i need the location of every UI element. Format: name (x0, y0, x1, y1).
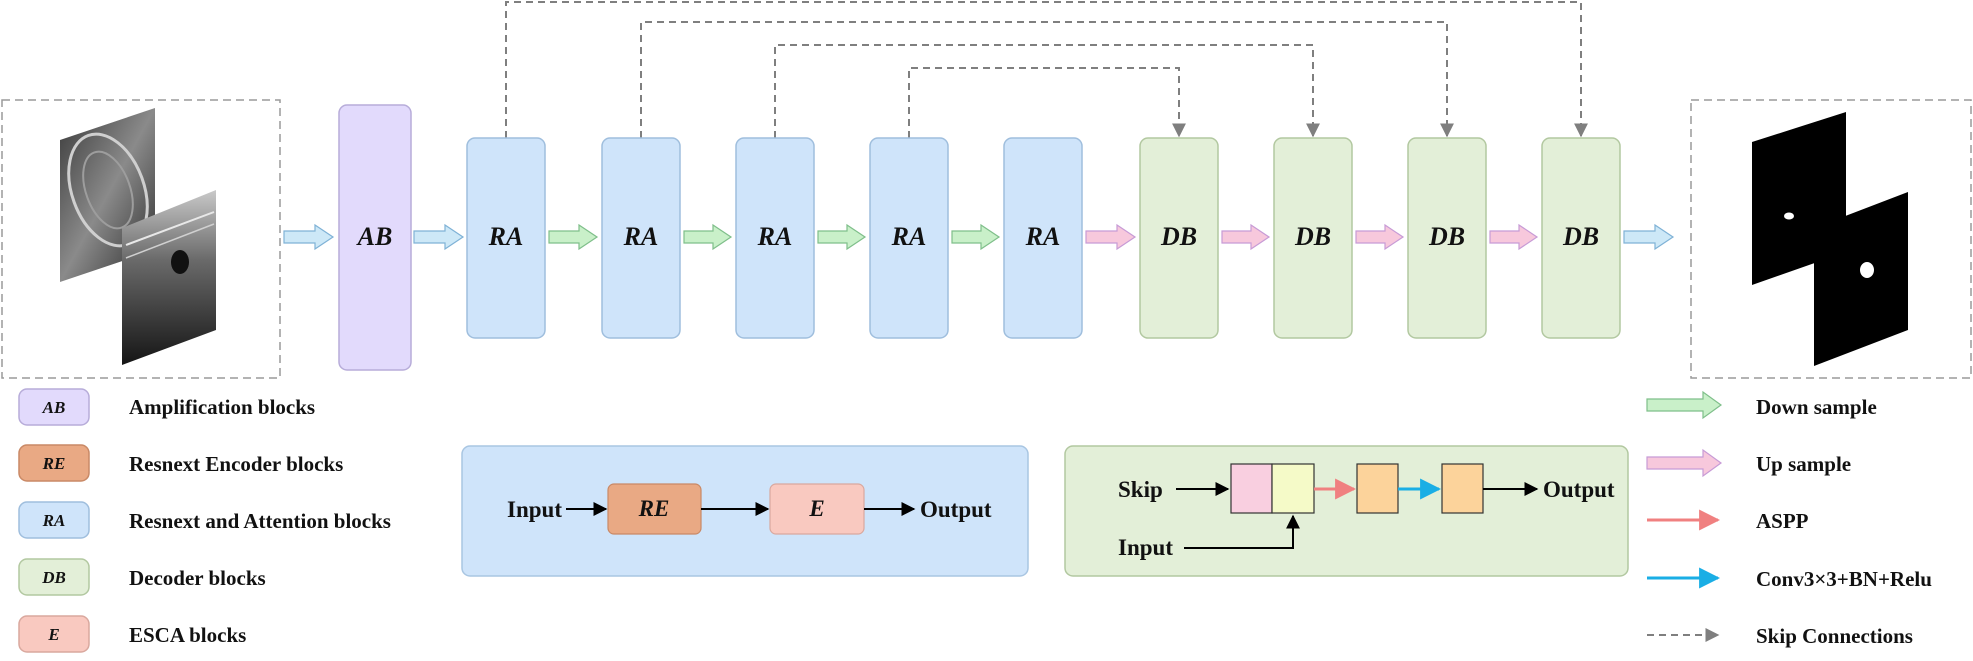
db-block-4-label: DB (1562, 222, 1599, 251)
legend-left: AB Amplification blocks RE Resnext Encod… (18, 388, 391, 653)
db-detail-aspp-block (1356, 463, 1399, 514)
output-mask-panel (1690, 99, 1972, 379)
legend-item-down-sample: Down sample (1646, 390, 1877, 420)
legend-label-re: Resnext Encoder blocks (129, 452, 343, 476)
db-block-4: DB (1541, 137, 1621, 339)
down-arrow-2 (683, 223, 733, 251)
ra-block-2: RA (601, 137, 681, 339)
ra-block-5: RA (1003, 137, 1083, 339)
flow-arrow-input (283, 223, 335, 251)
flow-arrows (283, 223, 1675, 251)
db-block-3: DB (1407, 137, 1487, 339)
legend-item-aspp: ASPP (1647, 509, 1809, 533)
mask-image-2 (1814, 192, 1908, 366)
legend-item-e: E ESCA blocks (18, 615, 246, 653)
ra-block-1-label: RA (488, 222, 524, 251)
db-block-2: DB (1273, 137, 1353, 339)
skip-connections (505, 1, 1588, 138)
ra-detail-input-label: Input (507, 497, 562, 522)
ra-detail-e-label: E (808, 496, 824, 521)
flow-arrow-output (1623, 223, 1675, 251)
db-detail-skip-label: Skip (1118, 477, 1163, 502)
legend-label-db: Decoder blocks (129, 566, 266, 590)
db-detail-input-label: Input (1118, 535, 1173, 560)
legend-label-e: ESCA blocks (129, 623, 246, 647)
legend-swatch-re: RE (42, 454, 66, 473)
ab-block-label: AB (356, 222, 393, 251)
db-detail-panel: Skip Input Output (1064, 445, 1629, 577)
db-block-1-label: DB (1160, 222, 1197, 251)
ra-block-4: RA (869, 137, 949, 339)
db-detail-concat-pink (1230, 463, 1273, 514)
ra-block-1: RA (466, 137, 546, 339)
down-sample-arrow-icon (1646, 390, 1723, 420)
ra-block-3: RA (735, 137, 815, 339)
db-block-2-label: DB (1294, 222, 1331, 251)
legend-item-conv: Conv3×3+BN+Relu (1647, 567, 1932, 591)
input-image-panel (1, 99, 281, 379)
up-arrow-1 (1085, 223, 1137, 251)
skip-connection-3 (774, 44, 1320, 138)
legend-swatch-ab: AB (42, 398, 66, 417)
skip-connection-4 (908, 67, 1186, 138)
legend-swatch-db: DB (41, 568, 66, 587)
legend-label-skip: Skip Connections (1756, 624, 1913, 648)
legend-item-ab: AB Amplification blocks (18, 388, 315, 426)
up-sample-arrow-icon (1646, 448, 1723, 478)
legend-label-conv: Conv3×3+BN+Relu (1756, 567, 1932, 591)
skip-connection-2 (640, 21, 1454, 138)
legend-item-up-sample: Up sample (1646, 448, 1851, 478)
ra-block-2-label: RA (623, 222, 659, 251)
legend-label-down-sample: Down sample (1756, 395, 1877, 419)
db-detail-input-arrow (1184, 514, 1300, 549)
ra-block-5-label: RA (1025, 222, 1061, 251)
db-detail-conv-block (1441, 463, 1484, 514)
ra-block-4-label: RA (891, 222, 927, 251)
legend-item-ra: RA Resnext and Attention blocks (18, 501, 391, 539)
legend-label-aspp: ASPP (1756, 509, 1809, 533)
legend-swatch-ra: RA (42, 511, 66, 530)
ra-detail-output-label: Output (920, 497, 992, 522)
ab-block: AB (338, 104, 412, 371)
flow-arrow-ab-ra (413, 223, 465, 251)
ultrasound-image (122, 190, 216, 365)
down-arrow-4 (951, 223, 1001, 251)
db-detail-concat-yellow (1271, 463, 1315, 514)
up-arrow-2 (1221, 223, 1271, 251)
legend-label-ab: Amplification blocks (129, 395, 315, 419)
skip-connection-1 (505, 1, 1588, 138)
up-arrow-3 (1355, 223, 1405, 251)
db-block-1: DB (1139, 137, 1219, 339)
legend-swatch-e: E (47, 625, 59, 644)
legend-right: Down sample Up sample ASPP Conv3×3+BN+Re… (1646, 390, 1932, 648)
ra-block-3-label: RA (757, 222, 793, 251)
ra-detail-re-label: RE (638, 496, 670, 521)
db-block-3-label: DB (1428, 222, 1465, 251)
ra-detail-panel: Input RE E Output (461, 445, 1029, 577)
legend-item-skip: Skip Connections (1647, 624, 1913, 648)
legend-label-ra: Resnext and Attention blocks (129, 509, 391, 533)
legend-item-db: DB Decoder blocks (18, 558, 266, 596)
legend-label-up-sample: Up sample (1756, 452, 1851, 476)
down-arrow-1 (548, 223, 599, 251)
down-arrow-3 (817, 223, 867, 251)
up-arrow-4 (1489, 223, 1539, 251)
legend-item-re: RE Resnext Encoder blocks (18, 444, 343, 482)
db-detail-output-label: Output (1543, 477, 1615, 502)
